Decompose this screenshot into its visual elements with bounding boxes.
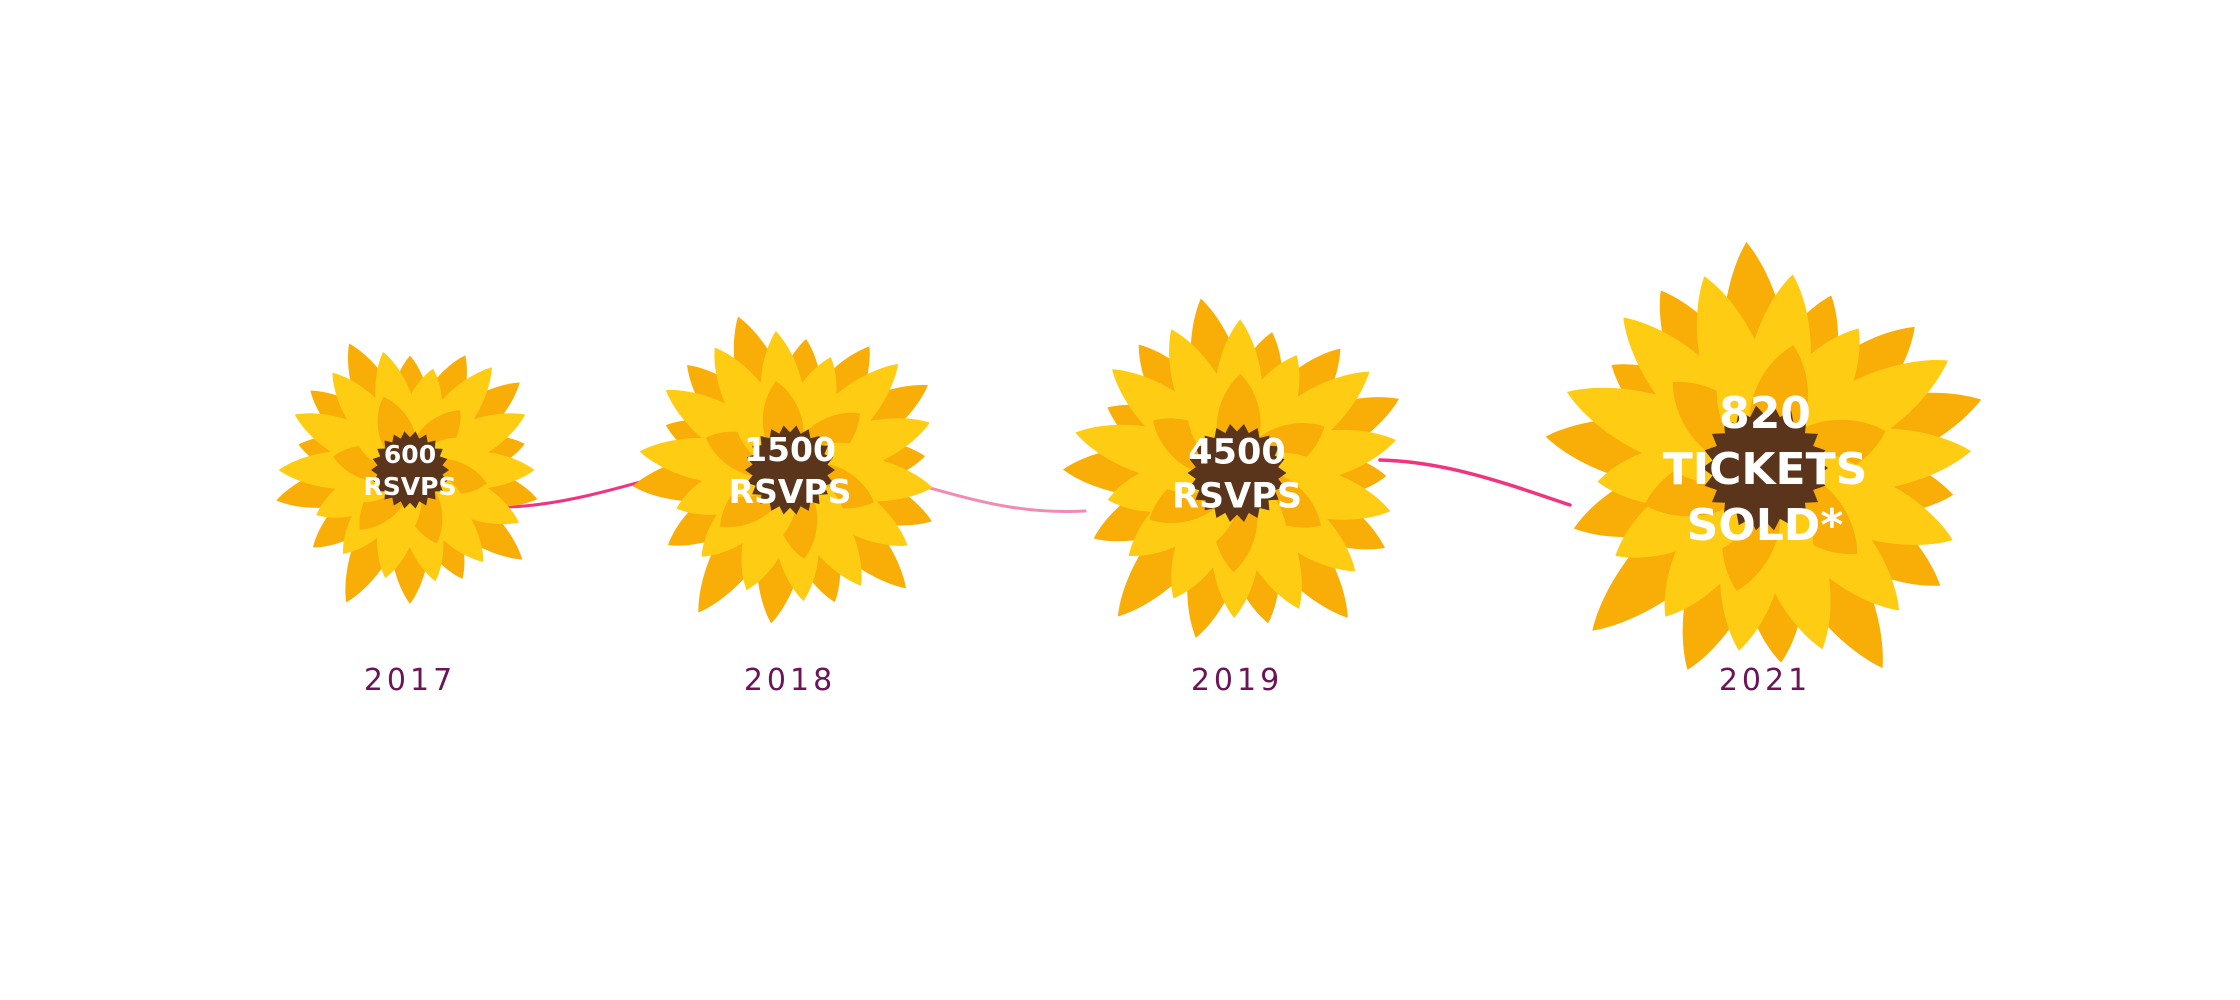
milestone-label-line: SOLD* (1687, 500, 1844, 551)
milestone-label-line: 1500 (744, 430, 836, 469)
milestone-label-line: RSVPS (1172, 477, 1302, 517)
year-label-2019: 2019 (1191, 663, 1283, 698)
milestone-label-line: 4500 (1188, 433, 1285, 473)
year-label-2017: 2017 (364, 663, 456, 698)
year-labels: 2017 2018 2019 2021 (364, 663, 1811, 698)
milestone-label-line: TICKETS (1663, 444, 1868, 495)
milestone-label-line: 820 (1719, 388, 1811, 439)
milestone-label-line: RSVPS (364, 472, 457, 501)
milestone-label-line: 600 (384, 440, 436, 469)
milestone-label-line: RSVPS (729, 472, 852, 511)
sunflowers: 600RSVPS1500RSVPS4500RSVPS820TICKETSSOLD… (276, 241, 1982, 670)
year-label-2018: 2018 (744, 663, 836, 698)
connector-line-3 (1378, 458, 1572, 507)
flower-center (371, 431, 449, 509)
flower-center (1702, 405, 1828, 531)
flower-center (1187, 424, 1287, 522)
flower-center (745, 425, 835, 515)
year-label-2021: 2021 (1719, 663, 1811, 698)
